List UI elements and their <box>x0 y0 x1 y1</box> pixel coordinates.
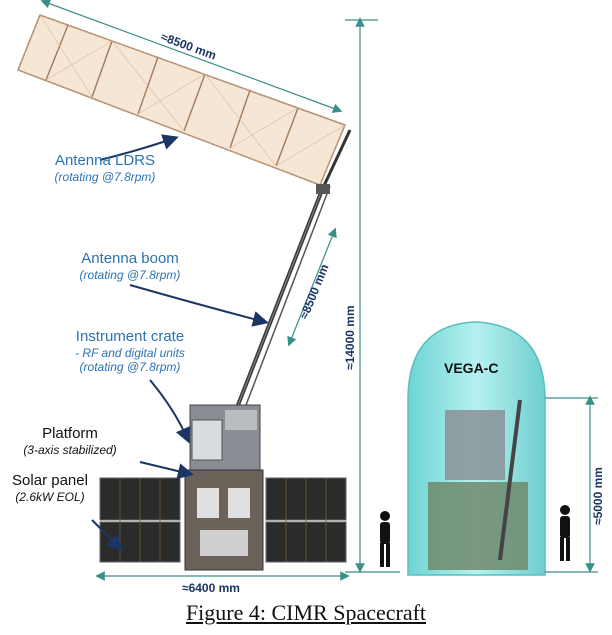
instrument-crate-title: Instrument crate <box>75 328 185 345</box>
solar-panel-subtitle: (2.6kW EOL) <box>15 490 85 504</box>
instrument-crate <box>189 404 261 471</box>
instrument-crate-subtitle-units: - RF and digital units <box>75 346 185 360</box>
antenna-boom-label: Antenna boom (rotating @7.8rpm) <box>55 250 205 282</box>
solar-panel-title: Solar panel <box>12 472 88 489</box>
antenna-ldrs-label: Antenna LDRS (rotating @7.8rpm) <box>30 152 180 184</box>
platform-subtitle: (3-axis stabilized) <box>23 443 117 457</box>
antenna-width-dimension: ≈8500 mm <box>159 30 218 63</box>
platform-label: Platform (3-axis stabilized) <box>5 425 135 457</box>
leader-arrows <box>91 134 269 551</box>
solar-panel-label: Solar panel (2.6kW EOL) <box>0 472 100 504</box>
span-width-dimension: ≈6400 mm <box>182 581 240 595</box>
platform-title: Platform <box>42 425 98 442</box>
human-silhouette-icon <box>560 505 570 561</box>
antenna-boom-subtitle: (rotating @7.8rpm) <box>79 268 181 282</box>
antenna-boom <box>236 129 352 406</box>
antenna-boom-title: Antenna boom <box>81 250 179 267</box>
figure-caption: Figure 4: CIMR Spacecraft <box>185 600 427 625</box>
antenna-ldrs-title: Antenna LDRS <box>54 152 156 169</box>
boom-length-dimension: ≈8500 mm <box>297 262 332 321</box>
vega-c-fairing <box>407 321 546 576</box>
human-silhouette-icon <box>380 511 390 567</box>
fairing-height-dimension: ≈5000 mm <box>591 467 605 525</box>
antenna-ldrs-subtitle: (rotating @7.8rpm) <box>54 170 156 184</box>
platform-bus <box>184 469 264 571</box>
dimension-lines <box>40 0 598 581</box>
total-height-dimension: ≈14000 mm <box>343 305 357 370</box>
fairing-name: VEGA-C <box>444 360 498 376</box>
instrument-crate-subtitle-rotation: (rotating @7.8rpm) <box>79 360 181 374</box>
instrument-crate-label: Instrument crate - RF and digital units … <box>50 328 210 374</box>
